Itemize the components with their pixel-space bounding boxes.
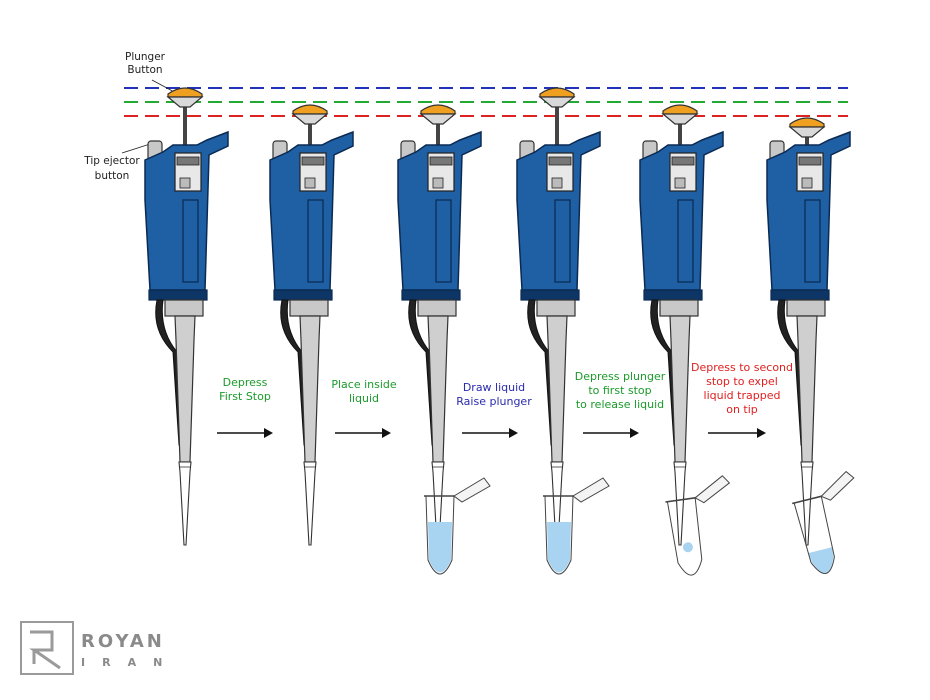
grip-panel [554, 199, 571, 283]
stop-lines [124, 87, 848, 117]
step-5-label-line-4: on tip [726, 403, 758, 416]
tip-ejector-leader [121, 143, 151, 154]
pipette-tip [303, 461, 317, 546]
plunger-rod [183, 98, 187, 146]
tube-5 [665, 475, 731, 576]
pipettes [144, 87, 851, 546]
step-5-arrowhead [757, 428, 766, 438]
step-4-arrowhead [630, 428, 639, 438]
pipette-4 [516, 87, 601, 546]
step-1-label-line-2: First Stop [219, 390, 271, 403]
pipette-1 [144, 87, 229, 546]
plunger-button [788, 117, 826, 138]
grip-panel [804, 199, 821, 283]
step-4-label-line-2: to first stop [588, 384, 651, 397]
pipette-tip [673, 461, 687, 546]
step-4-label-line-3: to release liquid [576, 398, 664, 411]
plunger-button [419, 104, 457, 125]
pipette-6 [766, 117, 851, 546]
plunger-button-label-line2: Button [127, 64, 162, 76]
pipette-shaft [299, 315, 321, 463]
plunger-button-label-line1: Plunger [125, 51, 166, 63]
tube-6 [792, 470, 855, 574]
step-4-label-line-1: Depress plunger [575, 370, 666, 383]
grip-panel [182, 199, 199, 283]
pipette-shaft [796, 315, 818, 463]
step-3-label-line-2: Raise plunger [456, 395, 532, 408]
tube-4 [543, 477, 610, 575]
plunger-button [538, 87, 576, 108]
grip-panel [677, 199, 694, 283]
pipette-2 [269, 104, 354, 546]
tube-3 [424, 477, 491, 575]
pipette-tip [178, 461, 192, 546]
pipette-shaft [174, 315, 196, 463]
pipette-5 [639, 104, 724, 546]
step-2-arrowhead [382, 428, 391, 438]
tip-ejector-label-line1: Tip ejector [83, 155, 140, 167]
step-2-label-line-1: Place inside [331, 378, 397, 391]
tip-ejector-label-line2: button [95, 170, 130, 182]
step-5-label-line-2: stop to expel [706, 375, 778, 388]
tip-ejector-callout: Tip ejector button [83, 143, 151, 182]
grip-panel [435, 199, 452, 283]
pipette-shaft [427, 315, 449, 463]
plunger-rod [678, 115, 682, 146]
step-5-label-line-3: liquid trapped [704, 389, 781, 402]
pipette-shaft [546, 315, 568, 463]
grip-panel [307, 199, 324, 283]
step-1-arrowhead [264, 428, 273, 438]
logo-text-iran: IRAN [81, 656, 179, 669]
pipette-shaft [669, 315, 691, 463]
step-2-label-line-2: liquid [349, 392, 379, 405]
pipette-tip [800, 461, 814, 546]
step-3-label-line-1: Draw liquid [463, 381, 525, 394]
logo-text-royan: ROYAN [81, 631, 165, 652]
plunger-rod [555, 98, 559, 146]
pipette-3 [397, 104, 482, 546]
plunger-rod [436, 115, 440, 146]
plunger-button [291, 104, 329, 125]
tubes [424, 470, 855, 576]
plunger-button [661, 104, 699, 125]
step-3-arrowhead [509, 428, 518, 438]
plunger-button [166, 87, 204, 108]
step-5-label-line-1: Depress to second [691, 361, 793, 374]
step-1-label-line-1: Depress [223, 376, 268, 389]
plunger-rod [308, 115, 312, 146]
royan-iran-logo: ROYAN IRAN [20, 621, 179, 675]
